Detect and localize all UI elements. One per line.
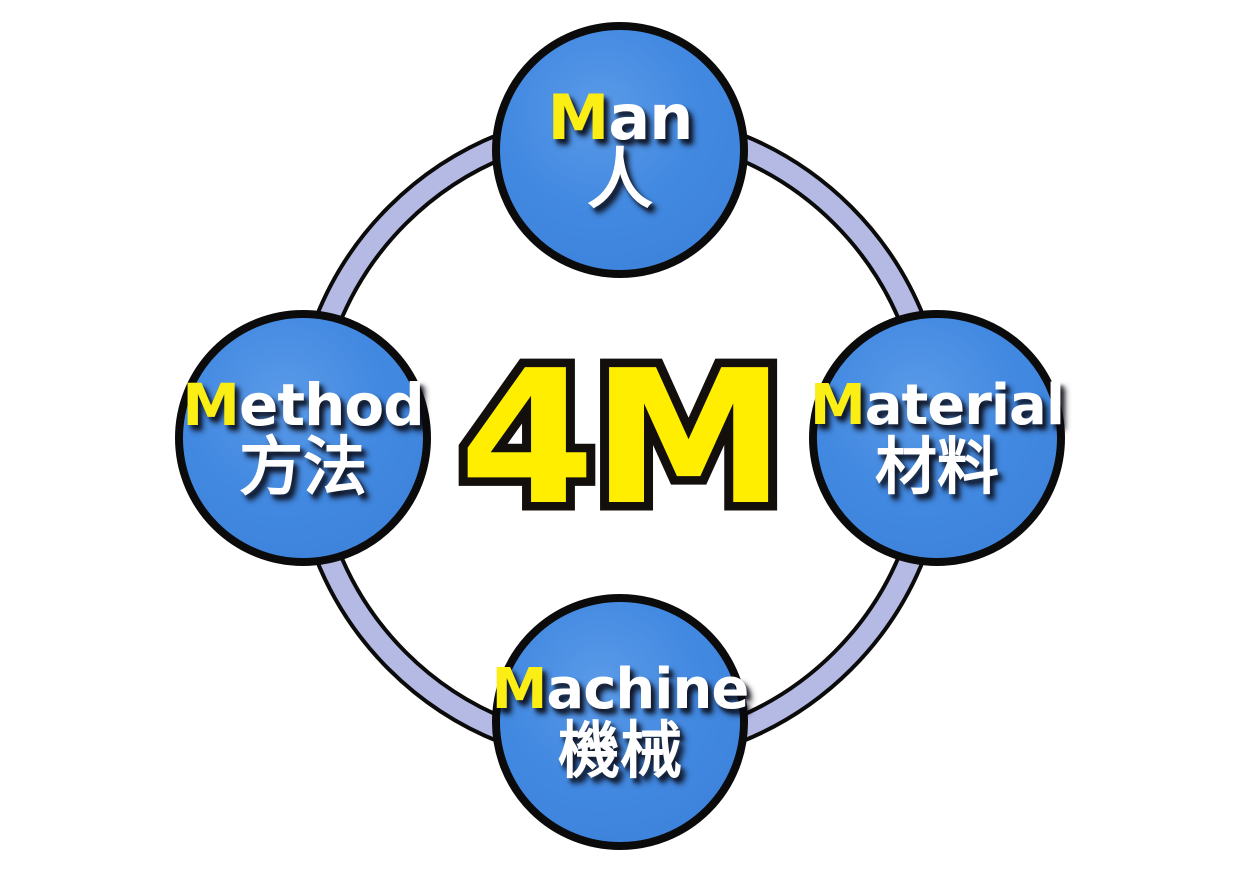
node-material-label-en: Material bbox=[810, 378, 1065, 434]
node-machine-rest: achine bbox=[546, 657, 749, 722]
node-method-content: Method 方法 bbox=[138, 376, 468, 500]
node-man-content: Man 人 bbox=[455, 87, 785, 213]
node-material-label-jp: 材料 bbox=[874, 430, 999, 503]
node-method[interactable]: Method 方法 bbox=[175, 310, 431, 566]
node-man-cap: M bbox=[547, 81, 610, 154]
node-method-cap: M bbox=[182, 371, 240, 439]
node-material-cap: M bbox=[809, 373, 866, 438]
node-material[interactable]: Material 材料 bbox=[809, 310, 1065, 566]
node-method-label-jp: 方法 bbox=[239, 431, 367, 505]
node-man-label-en: Man bbox=[548, 87, 694, 149]
node-method-label-en: Method bbox=[182, 376, 424, 434]
node-material-rest: aterial bbox=[864, 373, 1065, 438]
node-man-rest: an bbox=[608, 81, 693, 154]
node-machine[interactable]: Machine 機械 bbox=[492, 594, 749, 850]
node-man[interactable]: Man 人 bbox=[492, 22, 748, 278]
node-machine-label-jp: 機械 bbox=[557, 714, 682, 787]
node-machine-cap: M bbox=[491, 657, 548, 722]
node-material-content: Material 材料 bbox=[772, 378, 1102, 498]
node-method-rest: ethod bbox=[239, 371, 425, 439]
node-machine-label-en: Machine bbox=[492, 662, 750, 718]
node-machine-content: Machine 機械 bbox=[455, 662, 785, 782]
node-man-label-jp: 人 bbox=[587, 141, 653, 218]
